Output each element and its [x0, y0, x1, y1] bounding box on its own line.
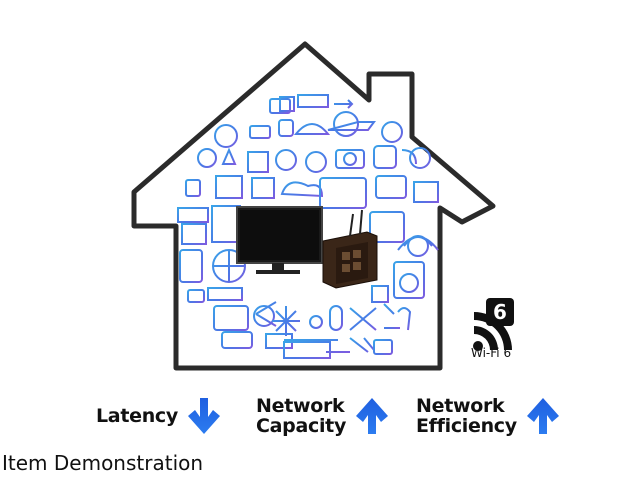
arrow-up-icon: [356, 398, 389, 434]
monitor-icon: [236, 206, 323, 274]
wifi-6-label: Wi-Fi 6: [471, 346, 512, 360]
wifi-6-number: 6: [493, 300, 507, 324]
metric-network-capacity: Network Capacity: [256, 396, 390, 436]
wifi-6-icon: 6: [473, 298, 514, 351]
metric-label: Latency: [96, 405, 178, 427]
router-tower-icon: [322, 209, 378, 289]
metric-network-efficiency: Network Efficiency: [416, 396, 561, 436]
caption: Item Demonstration: [2, 451, 204, 475]
arrow-up-icon: [526, 398, 559, 434]
house-outline-icon: [131, 41, 496, 371]
arrow-down-icon: [187, 398, 220, 434]
appliance-icons-cloud: [177, 94, 439, 359]
metric-latency: Latency: [96, 396, 222, 436]
metric-label: Network Efficiency: [416, 395, 517, 437]
metric-label: Network Capacity: [256, 395, 347, 437]
